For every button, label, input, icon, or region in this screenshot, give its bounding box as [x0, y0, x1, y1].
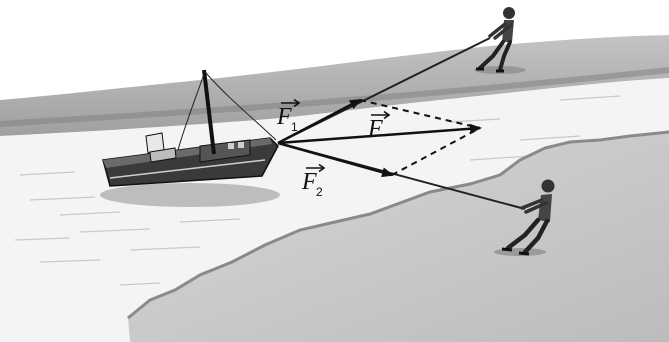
- force-vector-f2: [277, 141, 394, 178]
- label-f2: F 2: [301, 163, 326, 199]
- boat-reflection: [100, 183, 280, 207]
- label-f1: F 1: [276, 98, 301, 134]
- parallelogram-edge-lower: [391, 127, 481, 176]
- person-lower-icon: [494, 179, 555, 256]
- label-f: F: [367, 110, 391, 142]
- label-f1-subscript: 1: [291, 120, 298, 134]
- label-f2-symbol: F: [301, 169, 317, 195]
- force-vector-f1: [277, 98, 362, 145]
- label-f1-symbol: F: [276, 104, 292, 130]
- person-upper-icon: [474, 7, 526, 74]
- boat-icon: [102, 69, 279, 187]
- label-f-symbol: F: [367, 116, 383, 142]
- label-f2-subscript: 2: [316, 185, 323, 199]
- parallelogram-edge-upper: [359, 99, 481, 129]
- force-vector-f: [277, 123, 482, 145]
- near-shore: [128, 132, 669, 342]
